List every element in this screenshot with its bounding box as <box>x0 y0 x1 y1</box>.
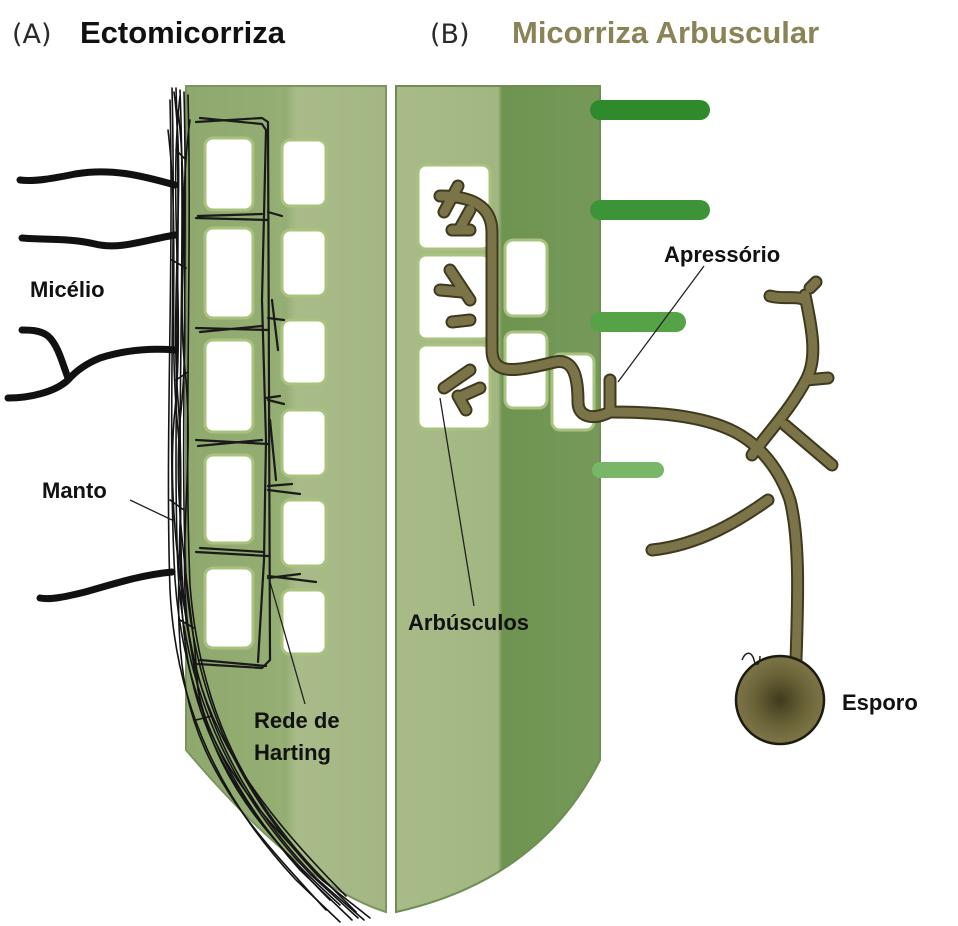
panel-a-letter: (A) <box>12 19 52 50</box>
label-apressorio: Apressório <box>664 242 780 267</box>
ecto-root <box>186 86 386 912</box>
label-micelio: Micélio <box>30 277 105 302</box>
panel-b-title: Micorriza Arbuscular <box>512 15 819 50</box>
label-rede-line1: Rede de <box>254 708 340 733</box>
label-manto: Manto <box>42 478 107 503</box>
label-rede-line2: Harting <box>254 740 331 765</box>
panel-b-letter: (B) <box>430 19 470 50</box>
spore <box>736 656 824 744</box>
panel-a-title: Ectomicorriza <box>80 15 286 50</box>
amf-root <box>396 86 600 912</box>
ecto-mycelium <box>8 172 175 599</box>
label-esporo: Esporo <box>842 690 918 715</box>
label-arbusculos: Arbúsculos <box>408 610 529 635</box>
